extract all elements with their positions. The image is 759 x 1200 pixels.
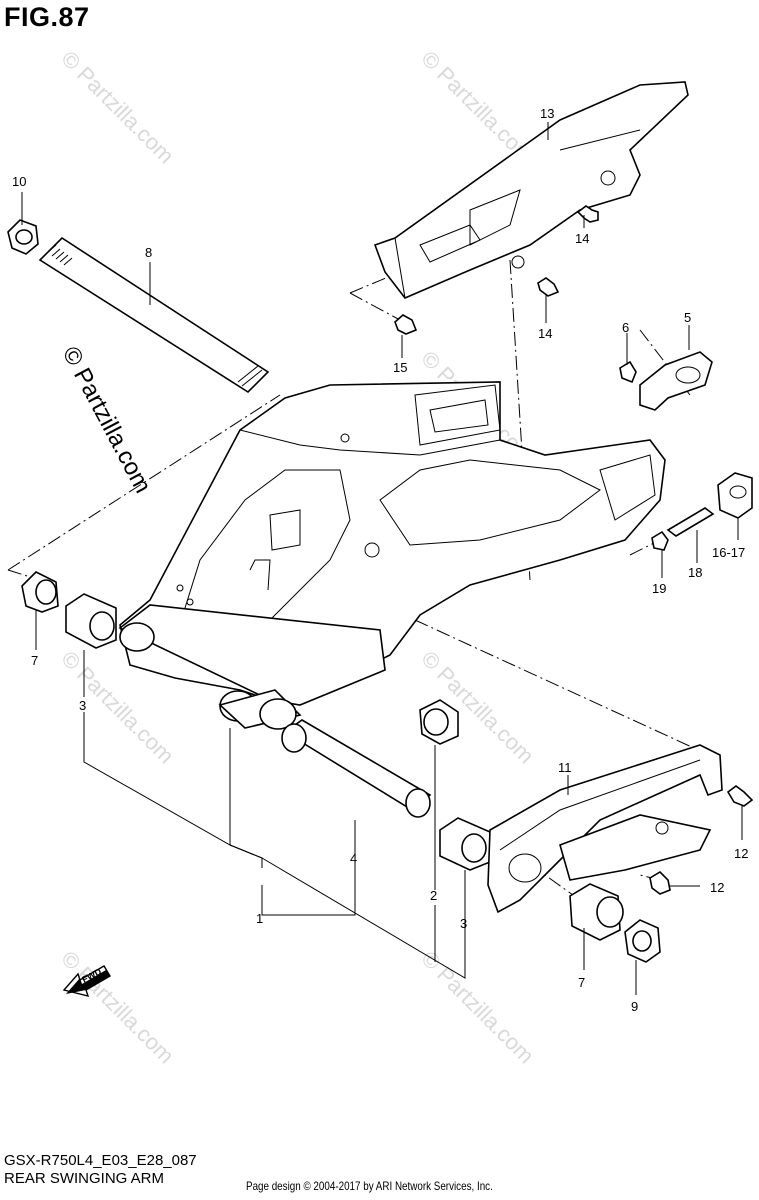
watermark: © Partzilla.com [56, 46, 179, 169]
callout-13: 13 [540, 106, 554, 121]
callout-8: 8 [145, 245, 152, 260]
bearing-left [65, 593, 117, 649]
swing-arm [118, 381, 666, 730]
callout-1: 1 [256, 911, 263, 926]
chain-cover [373, 81, 689, 299]
callout-3: 3 [460, 916, 467, 931]
callout-12: 12 [734, 846, 748, 861]
callout-7: 7 [578, 975, 585, 990]
callout-9: 9 [631, 999, 638, 1014]
bearing-right [439, 817, 491, 871]
page-credit: Page design © 2004-2017 by ARI Network S… [246, 1179, 493, 1193]
chain-cover-bolts [394, 205, 599, 335]
callout-14: 14 [538, 326, 552, 341]
watermark: © Partzilla.com [56, 946, 179, 1069]
callout-19: 19 [652, 581, 666, 596]
callout-6: 6 [622, 320, 629, 335]
chain-guide-bolts [649, 785, 754, 895]
bracket [619, 351, 713, 411]
diagram-title: REAR SWINGING ARM [4, 1170, 165, 1187]
callout-2: 2 [430, 888, 437, 903]
chain-buffer [559, 814, 712, 881]
callout-12: 12 [710, 880, 724, 895]
callout-16-17: 16-17 [712, 545, 745, 560]
needle-bearing [419, 699, 459, 745]
callout-7: 7 [31, 653, 38, 668]
callout-4: 4 [350, 851, 357, 866]
pivot-spacer [281, 719, 432, 818]
watermark: © Partzilla.com [57, 342, 157, 497]
callout-18: 18 [688, 565, 702, 580]
figure-title: FIG.87 [4, 2, 90, 32]
collar-right [569, 883, 624, 941]
watermark: © Partzilla.com [416, 946, 539, 1069]
collar-left [21, 571, 59, 613]
callout-labels: 1 2 3 3 4 5 6 7 7 8 9 10 11 12 12 13 14 … [12, 106, 748, 1014]
callout-3: 3 [79, 698, 86, 713]
callout-11: 11 [558, 760, 572, 775]
pivot-shaft [38, 236, 270, 394]
pivot-nut-right [624, 919, 661, 963]
callout-10: 10 [12, 174, 26, 189]
callout-14: 14 [575, 231, 589, 246]
pivot-nut [7, 219, 39, 255]
leader-lines [21, 122, 743, 995]
model-code: GSX-R750L4_E03_E28_087 [4, 1152, 197, 1169]
callout-15: 15 [393, 360, 407, 375]
chain-adjuster [651, 472, 753, 551]
chain-guide [487, 744, 723, 914]
callout-5: 5 [684, 310, 691, 325]
